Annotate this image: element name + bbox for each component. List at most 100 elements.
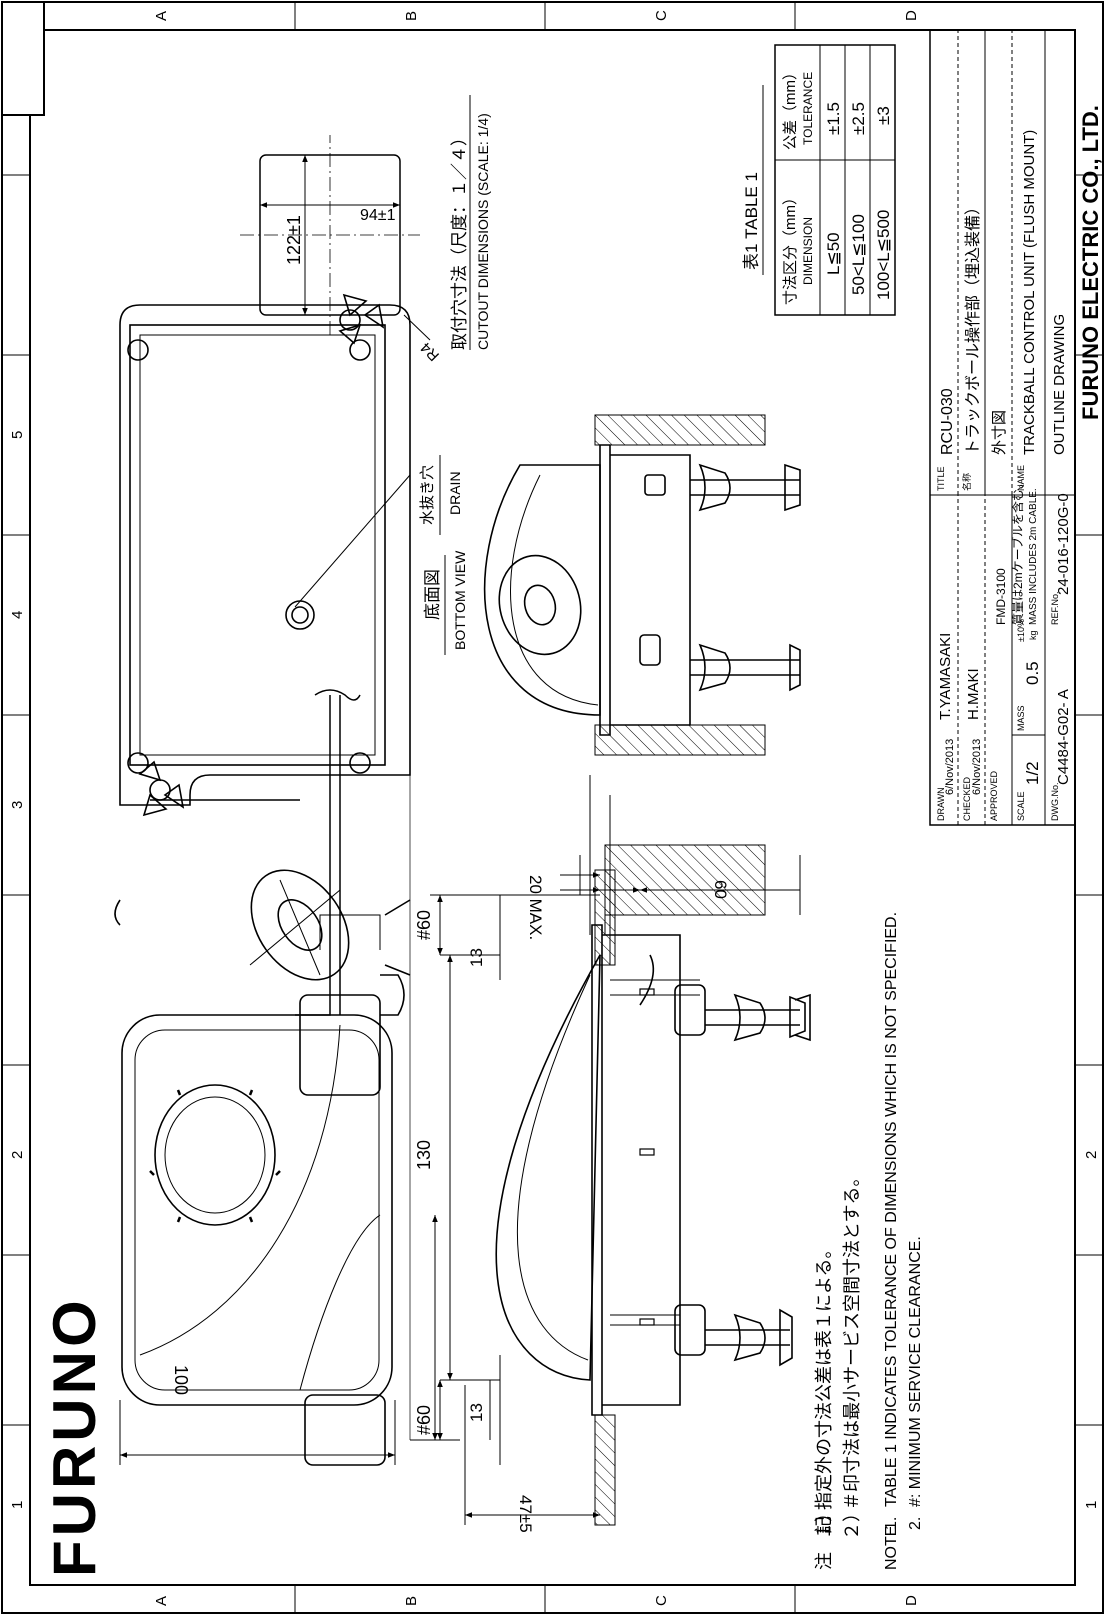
side-view-dome [495, 954, 601, 1381]
dim-100: 100 [171, 1365, 191, 1395]
tb-mass-note-jp: 質量は2mケーブルを含む。 [1010, 477, 1025, 625]
note-en-1: TABLE 1 INDICATES TOLERANCE OF DIMENSION… [883, 912, 900, 1507]
top-view [114, 799, 411, 1466]
row-a-left: A [153, 1596, 170, 1606]
table-tol-jp: 公差（mm） [782, 65, 799, 150]
side-view [495, 924, 811, 1416]
row-c-right: C [653, 10, 670, 21]
dim-clear-right: #60 [414, 910, 434, 940]
tb-dwg: C4484-G02- A [1055, 689, 1072, 785]
tb-drawn-label: DRAWN [936, 787, 946, 821]
drain-hole [285, 600, 315, 630]
cutout-view [240, 135, 431, 341]
cutout-en: CUTOUT DIMENSIONS (SCALE: 1/4) [475, 113, 491, 350]
col-5-top: 5 [9, 431, 26, 439]
side-view-flange [591, 924, 603, 1416]
tb-model: FMD-3100 [994, 568, 1008, 625]
tb-type-jp: 外寸図 [991, 410, 1008, 455]
row-c-left: C [653, 1595, 670, 1606]
row-a-right: A [153, 11, 170, 21]
note-en-2-num: 2. [907, 1517, 924, 1530]
title-block: DRAWN 6/Nov/2013 T.YAMASAKI CHECKED 6/No… [929, 29, 1076, 826]
col-1-top: 1 [9, 1501, 26, 1509]
cutout-jp: 取付穴寸法（尺度：１／４） [450, 129, 469, 350]
side-view-base [602, 934, 681, 1406]
note-jp-2-num: ２） [842, 1504, 862, 1540]
tb-mass-label: MASS [1016, 705, 1026, 731]
tb-scale-label: SCALE [1016, 791, 1026, 821]
tb-type: OUTLINE DRAWING [1051, 314, 1068, 455]
notes: 注 記 １） 指定外の寸法公差は表１による。 ２） ＃印寸法は最小サービス空間寸… [814, 912, 924, 1570]
bottom-view-jp: 底面図 [423, 569, 442, 620]
tb-title-label: TITLE [936, 466, 946, 491]
furuno-logo: FURUNO [41, 1296, 108, 1577]
col-1-bottom: 1 [1083, 1501, 1100, 1509]
drain-en: DRAIN [447, 471, 463, 515]
bottom-view [119, 293, 411, 817]
tb-mass-note-en: MASS INCLUDES 2m CABLE. [1028, 488, 1039, 625]
tb-checked-name: H.MAKI [965, 668, 982, 720]
bottom-view-body [129, 324, 386, 766]
row-d-right: D [903, 10, 920, 21]
table-row-1-dim: L≦50 [824, 232, 843, 275]
dim-20-max: 20 MAX. [526, 875, 545, 940]
tb-name: TRACKBALL CONTROL UNIT (FLUSH MOUNT) [1021, 130, 1038, 455]
table-row-3-tol: ±3 [874, 106, 893, 125]
table-dim-en: DIMENSION [801, 217, 815, 285]
tb-name-jp: トラックボール操作部（埋込装備） [964, 199, 982, 455]
tb-ref-label: REF.No. [1050, 591, 1060, 625]
bottom-view-en: BOTTOM VIEW [452, 550, 468, 650]
tb-title: RCU-030 [939, 388, 956, 455]
top-view-ball-ring [154, 1084, 276, 1226]
top-view-trackball [250, 869, 350, 981]
bottom-view-plate [119, 304, 411, 806]
note-en-1-num: 1. [883, 1517, 900, 1530]
table-tol-en: TOLERANCE [801, 72, 815, 145]
tb-scale: 1/2 [1023, 761, 1042, 785]
note-en-2: #: MINIMUM SERVICE CLEARANCE. [907, 1236, 924, 1507]
panel-section-right [604, 844, 766, 916]
top-dimensions [119, 460, 460, 1465]
tb-name-label: NAME [1016, 465, 1026, 491]
top-view-cable [295, 689, 361, 1016]
note-jp-1: 指定外の寸法公差は表１による。 [814, 1241, 834, 1510]
tb-mass: 0.5 [1023, 661, 1042, 685]
tb-dwg-label: DWG.No. [1050, 782, 1060, 821]
cutout-width: 122±1 [284, 215, 304, 265]
dim-47: 47±5 [516, 1495, 535, 1533]
dim-offset-right: 13 [467, 948, 486, 967]
col-3-top: 3 [9, 801, 26, 809]
row-b-left: B [403, 1596, 420, 1606]
row-b-right: B [403, 11, 420, 21]
tolerance-table: 表1 TABLE 1 寸法区分（mm） DIMENSION 公差（mm） TOL… [742, 44, 896, 316]
note-jp-label: 注 記 [814, 1516, 834, 1570]
tb-drawn-date: 6/Nov/2013 [944, 739, 956, 795]
cutout-height: 94±1 [360, 207, 396, 224]
tb-drawn-name: T.YAMASAKI [937, 633, 954, 720]
table-dim-jp: 寸法区分（mm） [782, 190, 799, 305]
row-d-left: D [903, 1595, 920, 1606]
cutout-radius: R4 [417, 339, 443, 365]
dim-clear-left: #60 [414, 1405, 434, 1435]
dim-offset-left: 13 [467, 1403, 486, 1422]
front-section-view [484, 444, 801, 736]
corner-box [1, 1, 45, 116]
table-row-1-tol: ±1.5 [824, 102, 843, 135]
drain-jp: 水抜き穴 [419, 465, 436, 525]
border-labels: 1 2 3 4 5 1 2 A B C D A B C D [9, 10, 1100, 1606]
dim-130: 130 [414, 1140, 434, 1170]
side-dimensions [430, 695, 611, 1525]
note-jp-2: ＃印寸法は最小サービス空間寸法とする。 [842, 1169, 862, 1510]
clamp-left-top [304, 1394, 386, 1466]
tb-name-jp-label: 名称 [961, 473, 972, 491]
note-en-label: NOTE [883, 1526, 900, 1570]
tb-mass-tol: ±10% [1016, 619, 1026, 642]
table-title: 表1 TABLE 1 [742, 172, 761, 270]
col-2-top: 2 [9, 1151, 26, 1159]
company-name: FURUNO ELECTRIC CO., LTD. [1078, 105, 1103, 420]
tb-checked-label: CHECKED [962, 776, 972, 821]
